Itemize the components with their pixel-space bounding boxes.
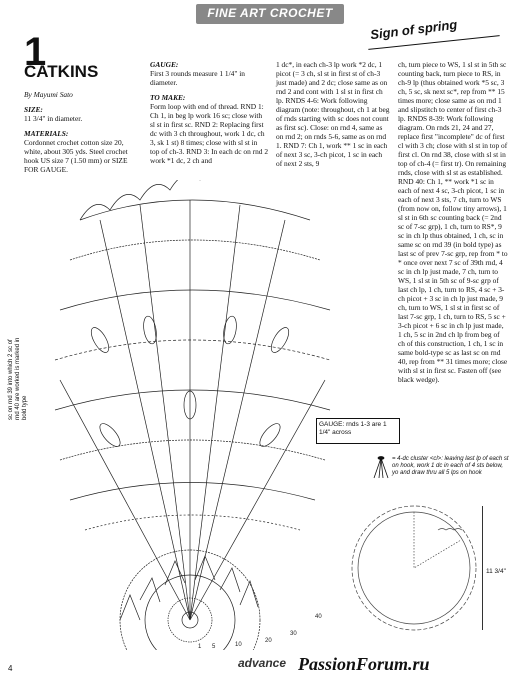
pattern-title: CATKINS [24, 62, 99, 81]
finished-doily-outline [351, 505, 477, 631]
size-heading: SIZE: [24, 105, 43, 114]
round-label-30: 30 [290, 631, 297, 637]
gauge-heading: GAUGE: [150, 60, 179, 69]
section-subtitle: Sign of spring [369, 16, 458, 43]
to-make-text: Form loop with end of thread. RND 1: Ch … [150, 102, 269, 165]
cluster-symbol-icon [373, 456, 389, 479]
column-2: GAUGE: First 3 rounds measure 1 1/4" in … [150, 60, 268, 165]
watermark: PassionForum.ru [298, 654, 430, 674]
round-label-10: 10 [235, 642, 242, 648]
round-label-1: 1 [198, 644, 202, 650]
author-line: By Mayumi Sato [24, 90, 73, 99]
publisher-logo: advance [238, 656, 287, 670]
column-1: By Mayumi Sato SIZE: 11 3/4" in diameter… [24, 90, 142, 174]
round-label-20: 20 [265, 638, 272, 644]
page-number: 4 [8, 664, 13, 673]
column-4: ch, turn piece to WS, 1 sl st in 5th sc … [398, 60, 508, 384]
column-3: 1 dc*, in each ch-3 lp work *2 dc, 1 pic… [276, 60, 390, 168]
size-text: 11 3/4" in diameter. [24, 114, 83, 123]
legend-text: = 4-dc cluster <cl>: leaving last lp of … [392, 456, 509, 476]
materials-heading: MATERIALS: [24, 129, 69, 138]
dimension-label: 11 3/4" [486, 568, 506, 575]
header-banner [196, 4, 344, 24]
banner-title: FINE ART CROCHET [207, 6, 333, 20]
round-label-5: 5 [212, 644, 216, 650]
side-note: sc on rnd 39 into which 2 sc of rnd 40 a… [8, 337, 28, 420]
dimension-line [482, 506, 483, 630]
to-make-heading: TO MAKE: [150, 93, 186, 102]
round-label-40: 40 [315, 614, 322, 620]
gauge-callout: GAUGE: rnds 1-3 are 1 1/4" across [316, 418, 400, 444]
gauge-text: First 3 rounds measure 1 1/4" in diamete… [150, 69, 245, 87]
materials-text: Cordonnet crochet cotton size 20, white,… [24, 138, 128, 174]
crochet-chart-diagram: 40 30 20 10 5 1 [54, 180, 331, 650]
pattern-number: 1 [24, 30, 47, 74]
